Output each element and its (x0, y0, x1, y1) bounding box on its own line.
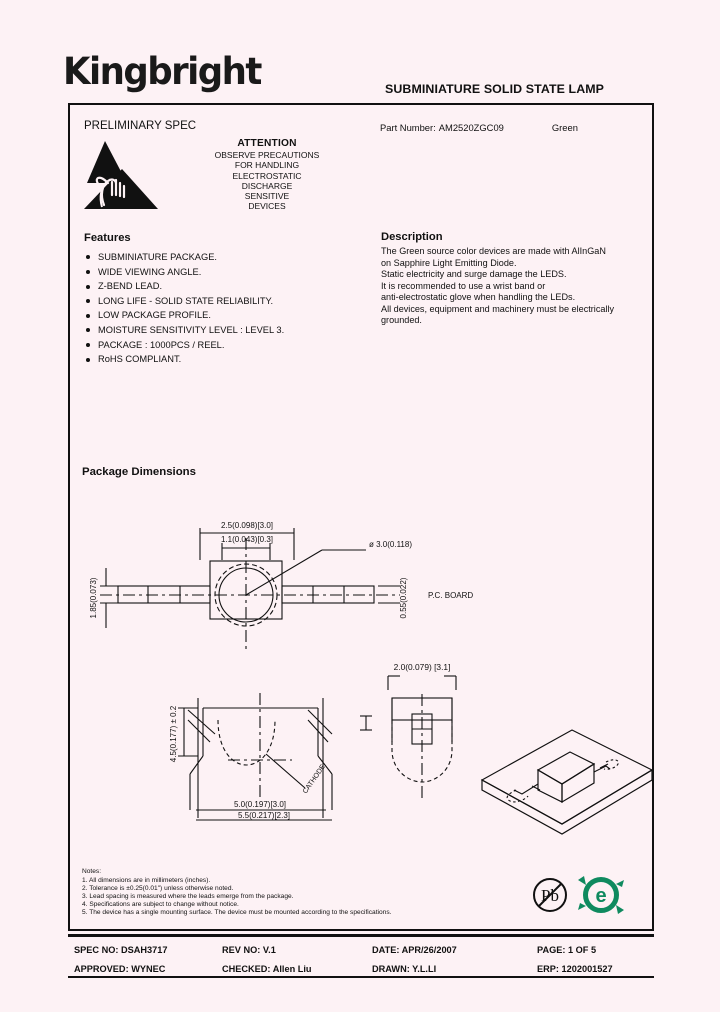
attention-title: ATTENTION (237, 138, 297, 149)
description-line: The Green source color devices are made … (381, 246, 606, 256)
checked-cell: CHECKED: Allen Liu (222, 964, 372, 974)
feature-item: SUBMINIATURE PACKAGE. (86, 250, 376, 265)
description-body: The Green source color devices are made … (381, 246, 643, 327)
erp-cell: ERP: 1202001527 (537, 964, 647, 974)
footer-row: SPEC NO: DSAH3717 REV NO: V.1 DATE: APR/… (68, 939, 654, 960)
note-item: 1. All dimensions are in millimeters (in… (82, 876, 211, 884)
top-view-lead-right (281, 585, 375, 604)
notes-title: Notes: (82, 868, 102, 875)
checked-value: Allen Liu (272, 963, 312, 974)
date-value: APR/26/2007 (401, 944, 457, 955)
part-number-line: Part Number:AM2520ZGC09 Green (380, 122, 578, 133)
dim-bottom-2: 5.5(0.217)[2.3] (238, 811, 290, 820)
content-frame (68, 103, 654, 931)
description-line: Static electricity and surge damage the … (381, 269, 567, 279)
dim-iso-note: P.C. BOARD (428, 591, 473, 600)
description-line: anti-electrostatic glove when handling t… (381, 292, 576, 302)
attention-line-1: OBSERVE PRECAUTIONS (214, 150, 320, 161)
preliminary-spec-label: PRELIMINARY SPEC (84, 120, 197, 132)
compliance-logos: Pb e (528, 872, 628, 918)
rev-no-value: V.1 (262, 944, 276, 955)
pb-free-icon: Pb (533, 878, 567, 912)
dim-bottom-1: 5.0(0.197)[3.0] (234, 800, 286, 809)
front-view-dome (217, 719, 276, 766)
feature-item: LOW PACKAGE PROFILE. (86, 308, 376, 323)
page-cell: PAGE: 1 OF 5 (537, 945, 647, 955)
dim-lead-left: 1.85(0.073) (89, 577, 98, 618)
description-title: Description (381, 231, 443, 243)
drawn-cell: DRAWN: Y.L.LI (372, 964, 537, 974)
description-line: grounded. (381, 315, 422, 325)
note-item: 2. Tolerance is ±0.25(0.01") unless othe… (82, 884, 234, 892)
dim-lens-diameter: ø 3.0(0.118) (369, 540, 412, 549)
package-dimensions-title: Package Dimensions (82, 466, 196, 478)
rev-no-cell: REV NO: V.1 (222, 945, 372, 955)
erp-value: 1202001527 (561, 963, 613, 974)
part-number-value: AM2520ZGC09 (438, 122, 504, 133)
dimensions-svg: 2.5(0.098)[3.0] 1.1(0.043)[0.3] ø 3.0(0.… (89, 521, 652, 835)
page-value: 1 OF 5 (567, 944, 597, 955)
document-title: SUBMINIATURE SOLID STATE LAMP (385, 82, 605, 96)
date-label: DATE: (372, 944, 400, 955)
rohs-e-icon: e (578, 876, 624, 914)
attention-line-2: FOR HANDLING (234, 160, 300, 171)
dim-lead-right: 0.55(0.022) (399, 577, 408, 618)
date-cell: DATE: APR/26/2007 (372, 945, 537, 955)
features-title: Features (84, 232, 131, 244)
esd-attention-block: ATTENTION OBSERVE PRECAUTIONS FOR HANDLI… (82, 138, 372, 215)
feature-item: MOISTURE SENSITIVITY LEVEL : LEVEL 3. (86, 323, 376, 338)
feature-item: PACKAGE : 1000PCS / REEL. (86, 338, 376, 353)
description-line: on Sapphire Light Emitting Diode. (381, 257, 517, 268)
footer-row: APPROVED: WYNEC CHECKED: Allen Liu DRAWN… (68, 958, 654, 979)
esd-hand-triangle-icon (84, 141, 158, 209)
dim-top-view-width: 2.5(0.098)[3.0] (221, 521, 273, 530)
approved-cell: APPROVED: WYNEC (74, 964, 222, 974)
dim-side-label: 2.0(0.079) [3.1] (394, 662, 451, 672)
rev-no-label: REV NO: (222, 944, 261, 955)
page-label: PAGE: (537, 944, 566, 955)
feature-item: Z-BEND LEAD. (86, 279, 376, 294)
attention-line-4: DISCHARGE (241, 180, 293, 191)
spec-no-value: DSAH3717 (120, 944, 168, 955)
feature-item: RoHS COMPLIANT. (86, 352, 376, 367)
color-value: Green (551, 122, 578, 133)
part-number-label: Part Number: (380, 122, 436, 133)
isometric-pcb-view (480, 729, 652, 835)
dim-top-view-inner: 1.1(0.043)[0.3] (221, 535, 273, 544)
description-line: It is recommended to use a wrist band or (381, 280, 546, 291)
spec-no-label: SPEC NO: (74, 944, 119, 955)
notes-block: Notes: 1. All dimensions are in millimet… (82, 868, 502, 917)
attention-line-3: ELECTROSTATIC (232, 170, 302, 181)
note-item: 5. The device has a single mounting surf… (82, 908, 392, 916)
footer-table: SPEC NO: DSAH3717 REV NO: V.1 DATE: APR/… (68, 934, 654, 978)
description-line: All devices, equipment and machinery mus… (381, 303, 615, 314)
spec-no-cell: SPEC NO: DSAH3717 (74, 945, 222, 955)
package-dimensions-drawing: 2.5(0.098)[3.0] 1.1(0.043)[0.3] ø 3.0(0.… (70, 498, 652, 858)
features-list: SUBMINIATURE PACKAGE. WIDE VIEWING ANGLE… (86, 250, 376, 367)
approved-value: WYNEC (131, 963, 166, 974)
feature-item: LONG LIFE - SOLID STATE RELIABILITY. (86, 294, 376, 309)
dim-front-height: 4.5(0.177) ± 0.2 (169, 705, 178, 762)
note-item: 3. Lead spacing is measured where the le… (82, 892, 294, 900)
attention-line-6: DEVICES (248, 201, 286, 212)
attention-line-5: SENSITIVE (244, 191, 290, 202)
drawn-label: DRAWN: (372, 963, 410, 974)
approved-label: APPROVED: (74, 963, 129, 974)
feature-item: WIDE VIEWING ANGLE. (86, 265, 376, 280)
esd-attention-text: ATTENTION OBSERVE PRECAUTIONS FOR HANDLI… (167, 138, 367, 212)
checked-label: CHECKED: (222, 963, 271, 974)
note-item: 4. Specifications are subject to change … (82, 900, 239, 908)
company-logo: Kingbright (63, 50, 262, 93)
svg-text:e: e (595, 885, 606, 907)
erp-label: ERP: (537, 963, 559, 974)
drawn-value: Y.L.LI (412, 963, 437, 974)
